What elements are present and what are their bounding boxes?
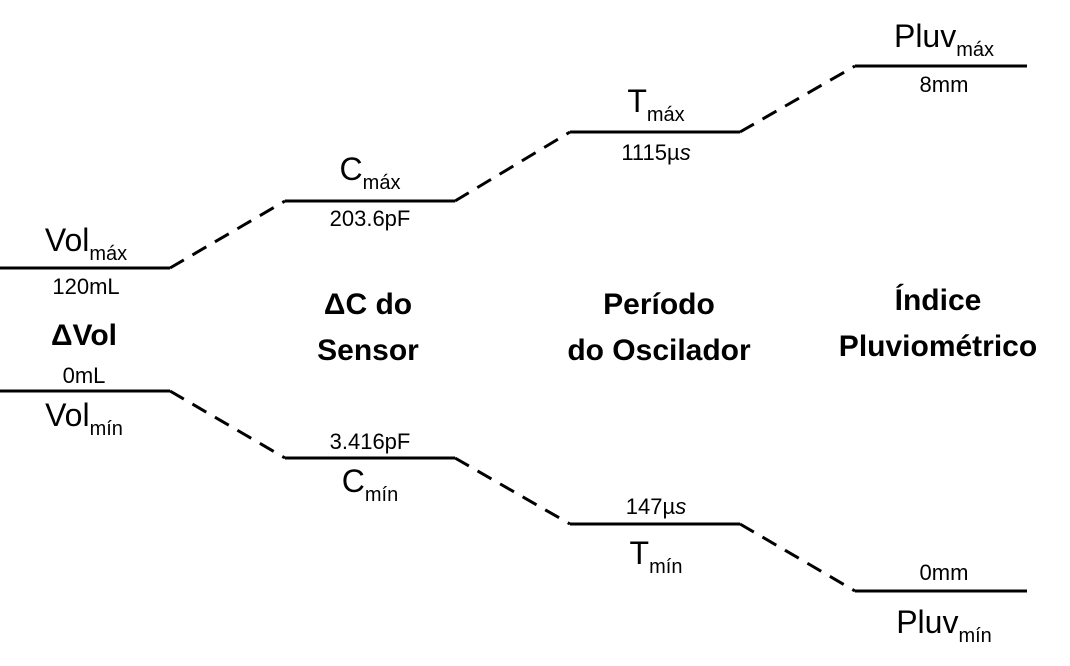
- pluv-max-symbol: Pluvmáx: [893, 18, 995, 61]
- vol-min-value: 0mL: [62, 363, 106, 388]
- vol-min-symbol: Volmín: [45, 397, 123, 440]
- period-min-symbol: Tmín: [629, 535, 683, 578]
- pluv-min-symbol: Pluvmín: [896, 604, 992, 647]
- cap-min-value: 3.416pF: [329, 429, 411, 454]
- cap-max-value: 203.6pF: [329, 206, 411, 231]
- period-max-symbol: Tmáx: [627, 83, 685, 126]
- connector-min-2: [454, 456, 571, 526]
- connector-min-1: [169, 389, 286, 460]
- cap-min-symbol: Cmín: [341, 463, 399, 506]
- pluv-max-value: 8mm: [919, 72, 969, 97]
- period-max-value: 1115µs: [621, 140, 691, 165]
- cap-max-symbol: Cmáx: [339, 151, 401, 194]
- vol-max-symbol: Volmáx: [44, 222, 128, 265]
- connector-max-1: [169, 199, 286, 270]
- connector-max-3: [739, 64, 856, 134]
- period-min-value: 147µs: [625, 494, 687, 519]
- vol-max-value: 120mL: [52, 274, 120, 299]
- connector-min-3: [739, 522, 856, 593]
- pluv-min-value: 0mm: [919, 560, 969, 585]
- vol-heading: ΔVol: [50, 319, 118, 352]
- connector-max-2: [454, 130, 571, 203]
